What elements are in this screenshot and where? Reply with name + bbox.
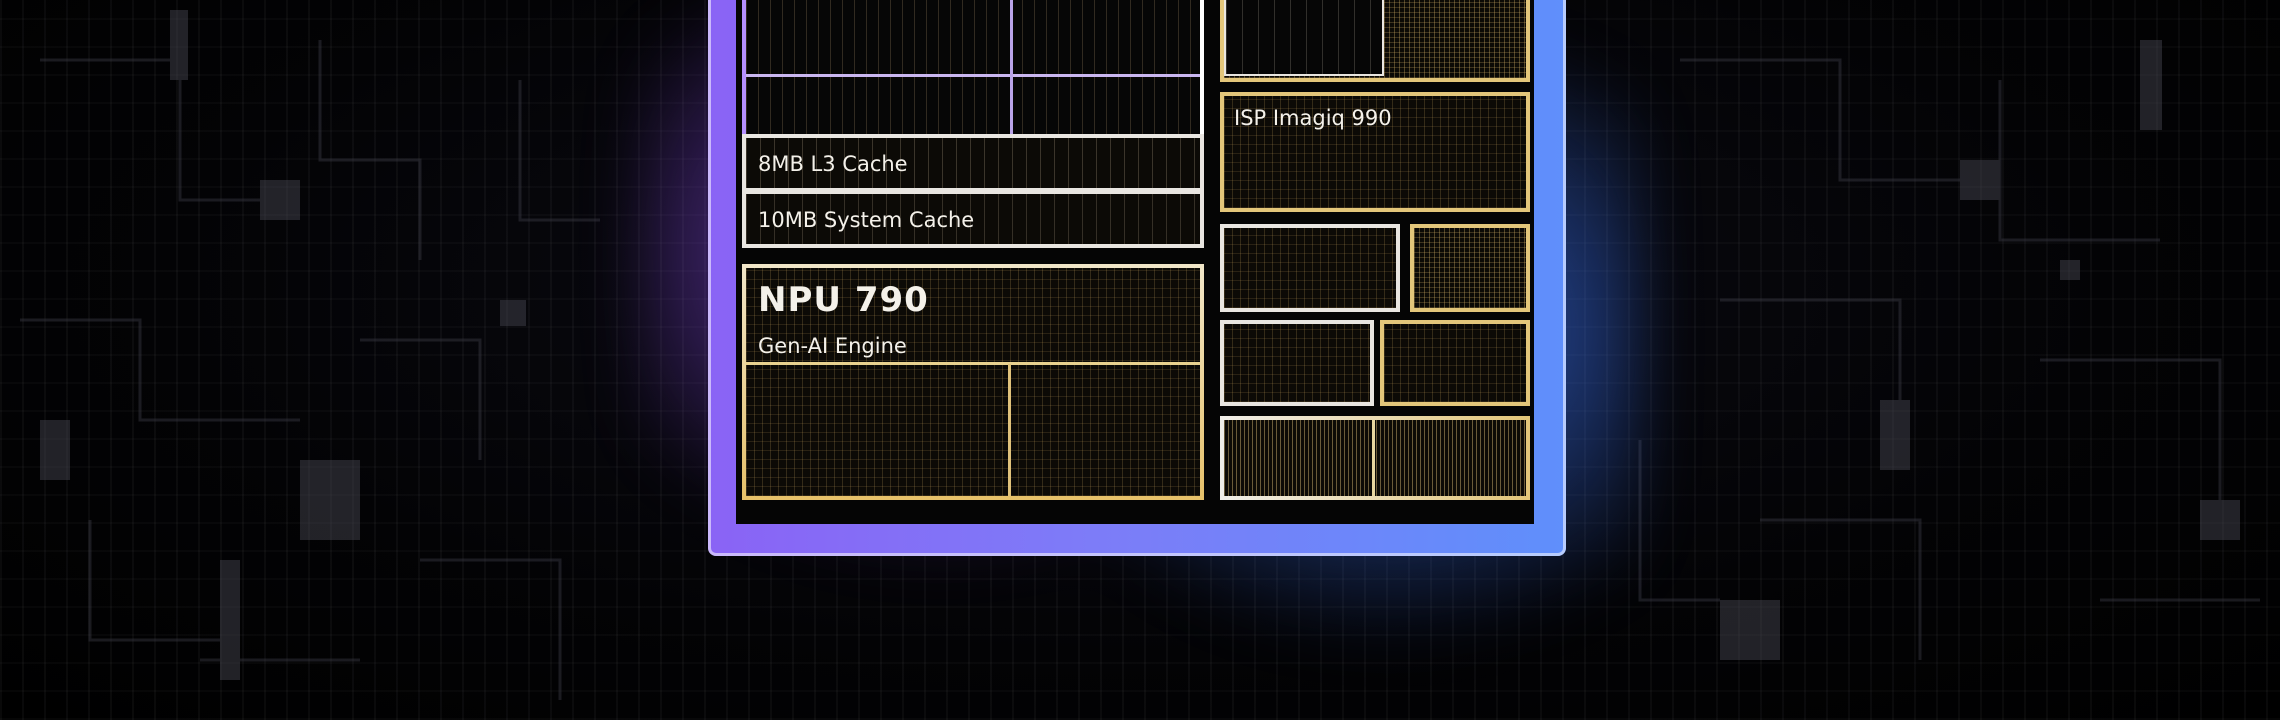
- memory-controller-divider: [1372, 420, 1375, 496]
- memory-controller-block: [1220, 416, 1530, 500]
- npu-divider-vertical: [1008, 364, 1011, 496]
- isp-block: ISP Imagiq 990: [1220, 92, 1530, 212]
- l3-cache-block: 8MB L3 Cache: [742, 134, 1204, 192]
- isp-label: ISP Imagiq 990: [1234, 106, 1392, 130]
- system-cache-block: 10MB System Cache: [742, 190, 1204, 248]
- circuit-traces-right: [1638, 40, 2260, 660]
- system-cache-label: 10MB System Cache: [758, 208, 975, 232]
- modem-block-b: [1410, 224, 1530, 312]
- dsp-block-a: [1220, 320, 1374, 406]
- chip-die: 8MB L3 Cache 10MB System Cache NPU 790 G…: [736, 0, 1534, 524]
- l3-cache-label: 8MB L3 Cache: [758, 152, 908, 176]
- cpu-divider-horizontal: [746, 74, 1200, 77]
- cpu-divider-vertical: [1010, 0, 1013, 134]
- npu-block: NPU 790 Gen-AI Engine: [742, 264, 1204, 500]
- npu-title: NPU 790: [758, 280, 929, 320]
- npu-divider-horizontal: [746, 362, 1200, 365]
- circuit-traces-left: [20, 10, 600, 700]
- cpu-block: [742, 0, 1204, 138]
- modem-block-a: [1220, 224, 1400, 312]
- dsp-block-b: [1380, 320, 1530, 406]
- gpu-inner-block: [1224, 0, 1384, 76]
- npu-subtitle: Gen-AI Engine: [758, 334, 907, 358]
